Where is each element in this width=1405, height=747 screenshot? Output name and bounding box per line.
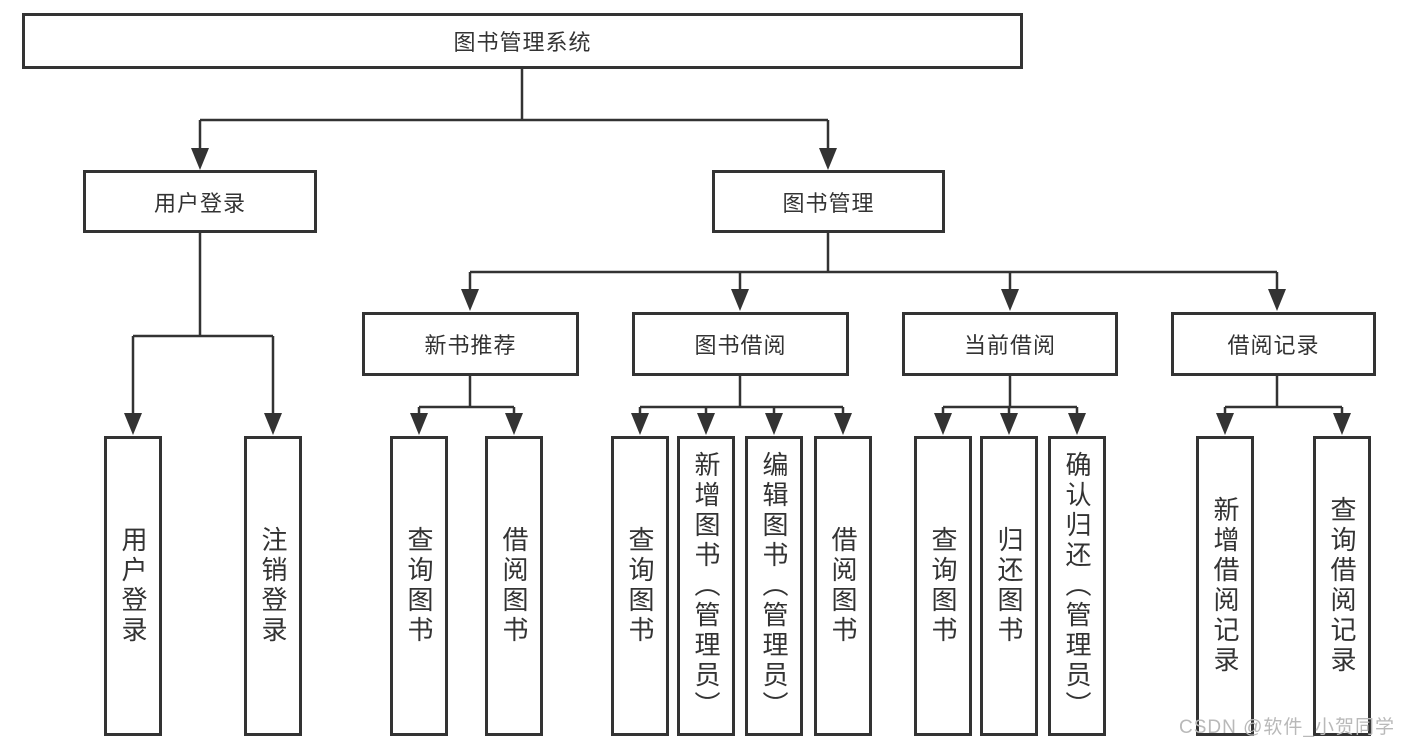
- leaf-edit-books-admin: 编辑图书（管理员）: [745, 436, 803, 736]
- leaf-user-login: 用户登录: [104, 436, 162, 736]
- leaf-logout: 注销登录: [244, 436, 302, 736]
- csdn-watermark: CSDN @软件_小贺同学: [1179, 717, 1395, 738]
- leaf-confirm-return-admin: 确认归还（管理员）: [1048, 436, 1106, 736]
- node-book-management: 图书管理: [712, 170, 945, 233]
- leaf-borrow-books-recommendation: 借阅图书: [485, 436, 543, 736]
- leaf-add-books-admin: 新增图书（管理员）: [677, 436, 735, 736]
- leaf-query-books-current: 查询图书: [914, 436, 972, 736]
- leaf-query-books-recommendation: 查询图书: [390, 436, 448, 736]
- node-library-management-system: 图书管理系统: [22, 13, 1023, 69]
- node-borrowing-records: 借阅记录: [1171, 312, 1376, 376]
- leaf-query-books-borrowing: 查询图书: [611, 436, 669, 736]
- leaf-add-borrow-record: 新增借阅记录: [1196, 436, 1254, 736]
- node-user-login: 用户登录: [83, 170, 317, 233]
- leaf-query-borrow-record: 查询借阅记录: [1313, 436, 1371, 736]
- node-new-book-recommendation: 新书推荐: [362, 312, 579, 376]
- node-current-borrowing: 当前借阅: [902, 312, 1118, 376]
- leaf-return-books: 归还图书: [980, 436, 1038, 736]
- leaf-borrow-books: 借阅图书: [814, 436, 872, 736]
- node-book-borrowing: 图书借阅: [632, 312, 849, 376]
- arrowheads: [124, 148, 1351, 435]
